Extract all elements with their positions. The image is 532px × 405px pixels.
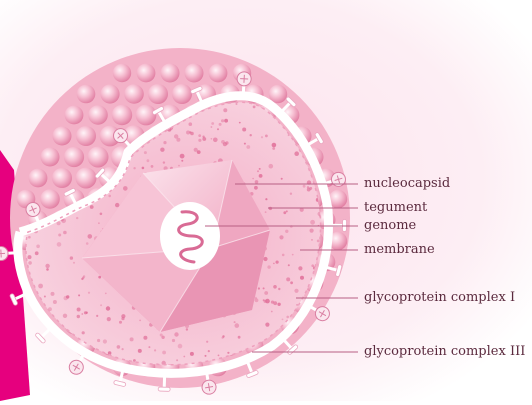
label-glycoprotein-complex-3: glycoprotein complex III (364, 345, 525, 359)
surface-sphere (65, 106, 84, 125)
surface-sphere (161, 64, 180, 83)
surface-sphere (53, 127, 72, 146)
surface-sphere (100, 84, 119, 103)
surface-sphere (77, 85, 96, 104)
surface-sphere (40, 189, 60, 209)
label-nucleocapsid: nucleocapsid (364, 177, 450, 191)
surface-sphere (137, 64, 156, 83)
surface-sphere (136, 105, 157, 126)
label-membrane: membrane (364, 243, 435, 257)
surface-sphere (88, 147, 109, 168)
surface-sphere (52, 168, 72, 188)
surface-sphere (113, 64, 131, 82)
surface-sphere (76, 126, 96, 146)
surface-sphere (124, 84, 144, 104)
surface-sphere (172, 84, 192, 104)
surface-sphere (185, 64, 204, 83)
surface-sphere (88, 105, 108, 125)
surface-sphere (76, 168, 97, 189)
surface-sphere (29, 169, 48, 188)
label-genome: genome (364, 219, 416, 233)
surface-sphere (148, 84, 168, 104)
label-glycoprotein-complex-1: glycoprotein complex I (364, 291, 515, 305)
surface-sphere (209, 64, 228, 83)
surface-sphere (41, 148, 60, 167)
surface-sphere (64, 147, 84, 167)
surface-sphere (112, 105, 132, 125)
label-tegument: tegument (364, 201, 427, 215)
